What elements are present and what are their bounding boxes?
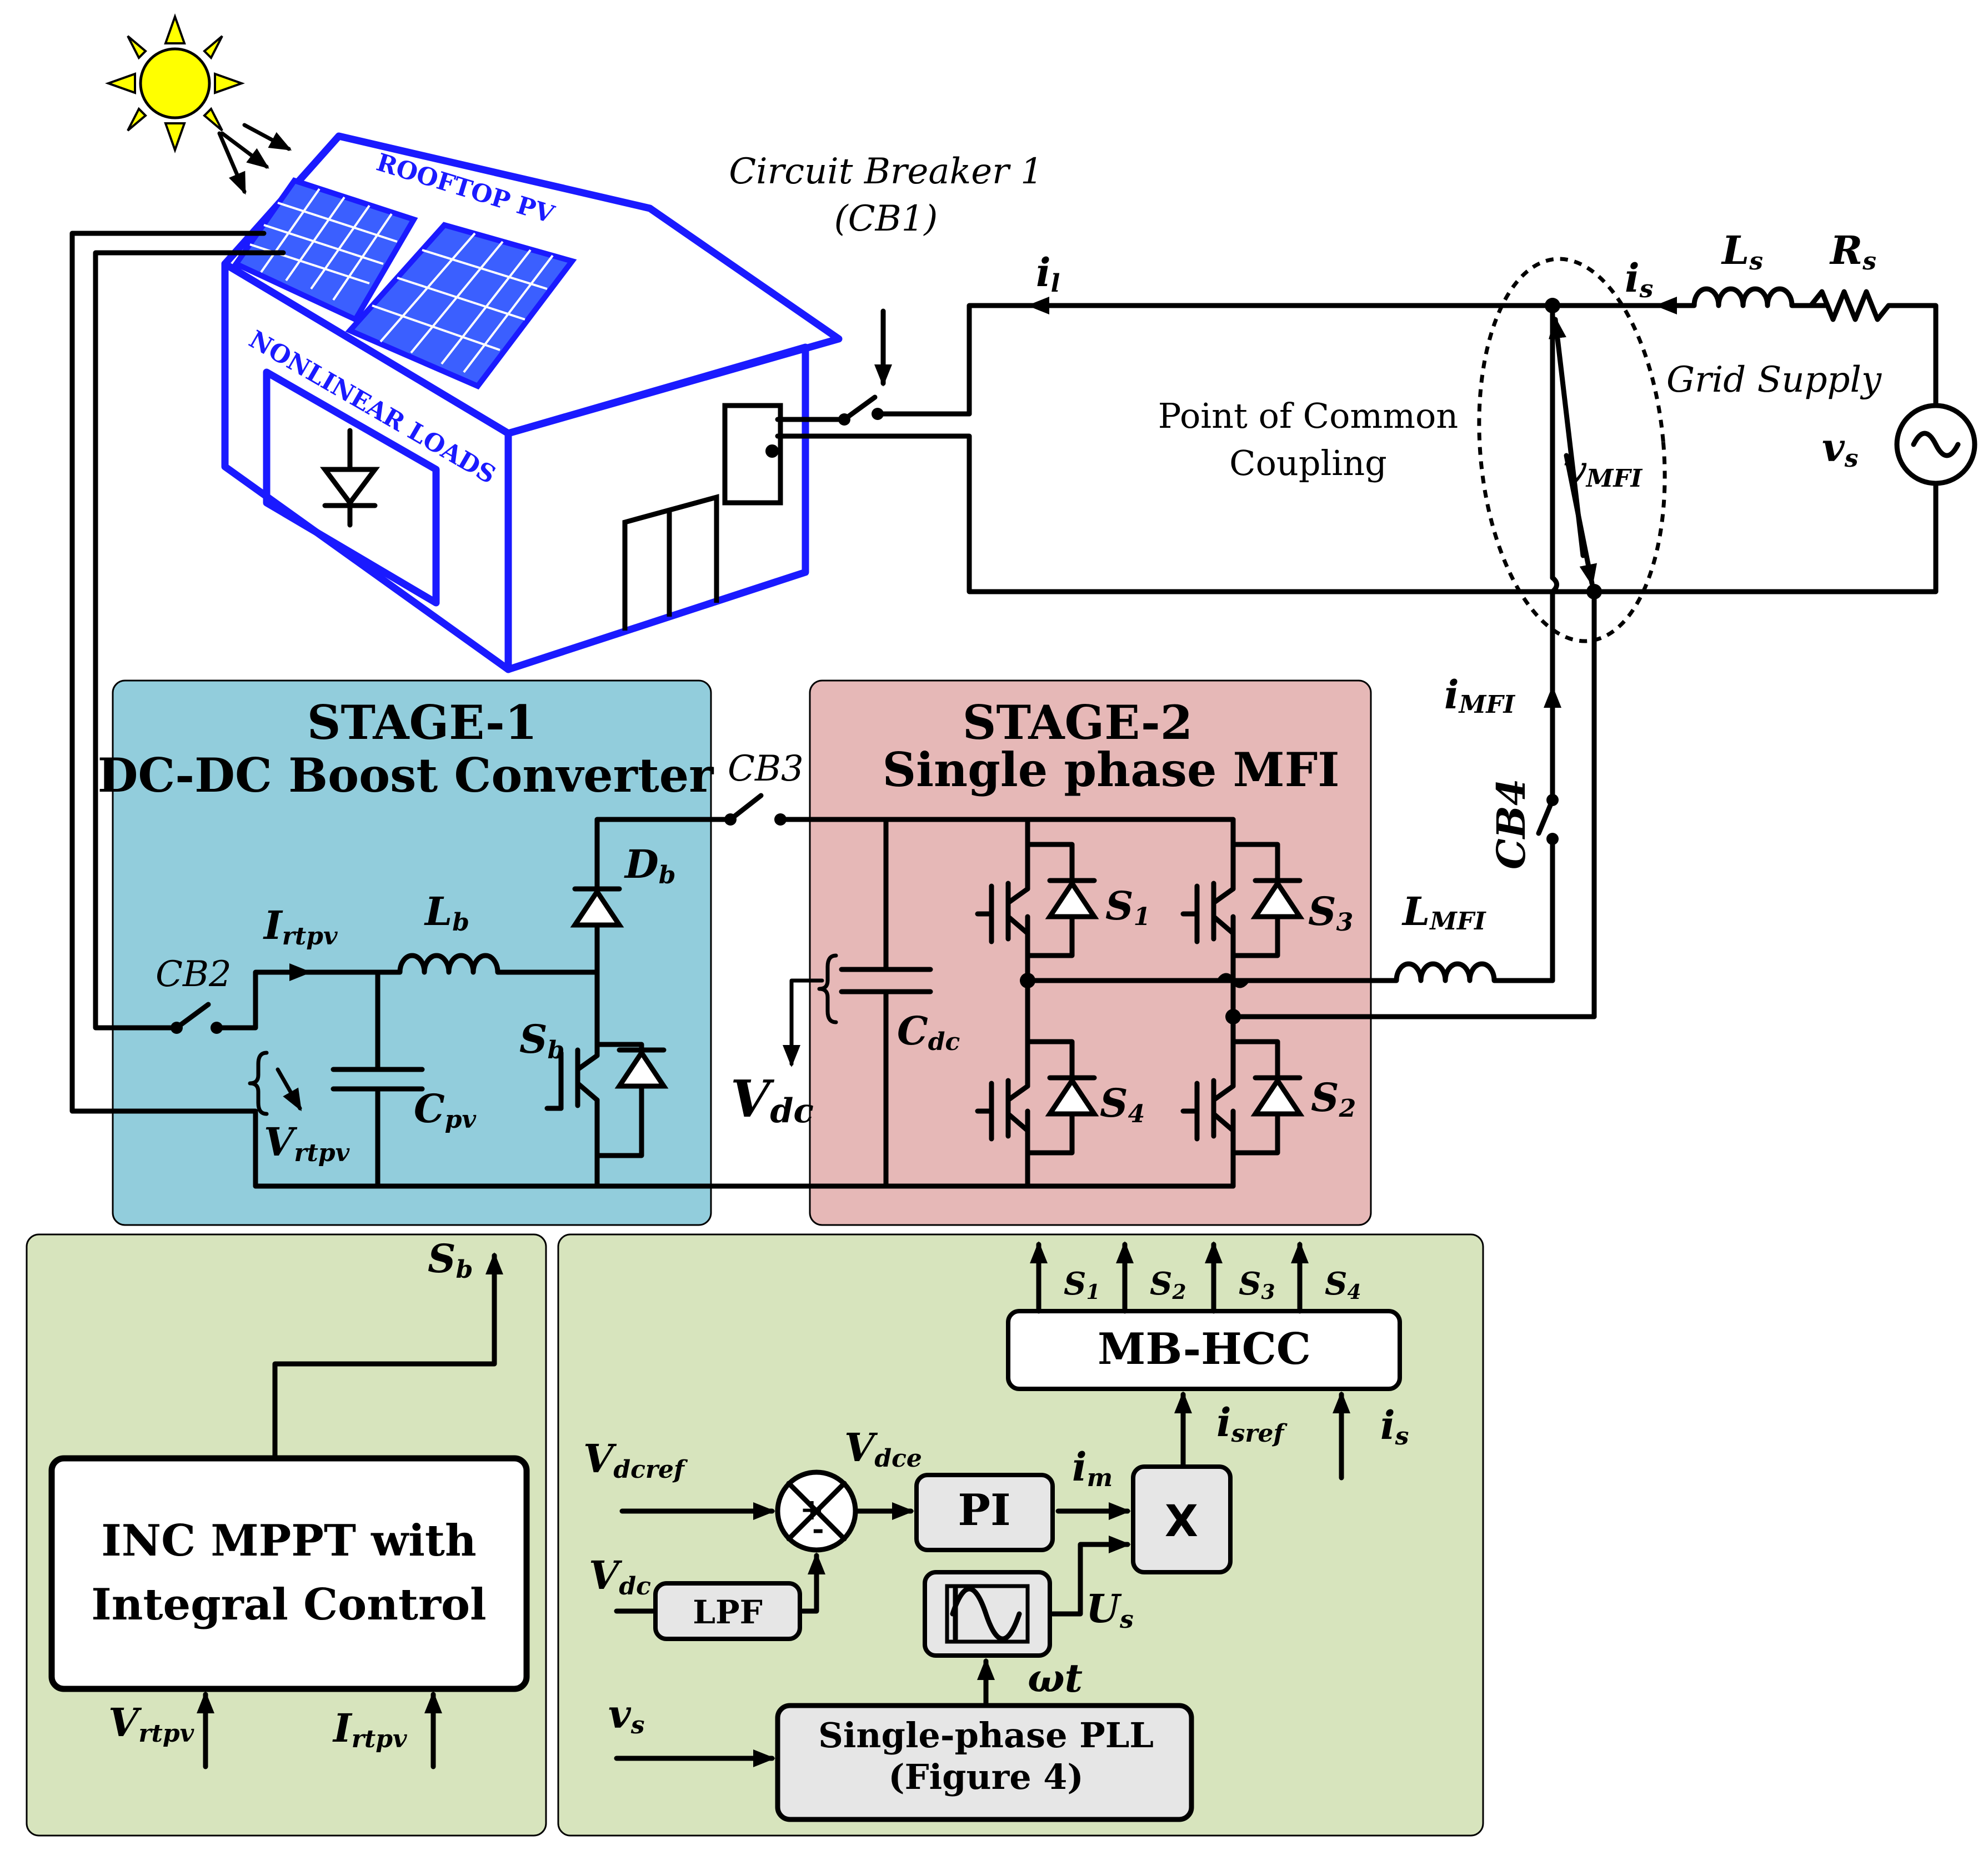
vs-label: vs	[1822, 424, 1858, 473]
vrtpv-input-label: Vrtpv	[108, 1699, 194, 1748]
cpv-label: Cpv	[414, 1086, 476, 1134]
vrtpv-label: Vrtpv	[264, 1119, 350, 1167]
s1-label: S1	[1105, 883, 1150, 931]
isref-label: isref	[1216, 1399, 1288, 1448]
s4-label: S4	[1100, 1080, 1145, 1128]
db-label: Db	[624, 841, 675, 889]
pi-block	[914, 1473, 1055, 1552]
lmfi-label: LMFI	[1401, 888, 1486, 936]
circuit-labels: il is Ls Rs vs vMFI iMFI CB4 LMFI CB3 CB…	[156, 227, 1876, 1167]
mbhcc-label: MB-HCC	[1098, 1324, 1311, 1374]
s4-out-label: S4	[1325, 1266, 1361, 1304]
sine-wave-icon	[945, 1584, 1030, 1644]
switch-s1	[975, 842, 1099, 958]
vdce-label: Vdce	[844, 1424, 922, 1473]
pv-panel-left	[232, 177, 418, 323]
mfi-output	[1171, 678, 1597, 1019]
circuit-breaker-1-label: Circuit Breaker 1	[729, 151, 1043, 192]
stage2-title: STAGE-2	[963, 695, 1193, 750]
svg-text:+: +	[800, 1493, 824, 1527]
mppt-block	[48, 1455, 530, 1692]
pcc-label-line1: Point of Common	[1158, 396, 1459, 436]
mppt-label-line2: Integral Control	[91, 1579, 486, 1630]
pll-block	[775, 1703, 1194, 1822]
ls-label: Ls	[1721, 227, 1763, 276]
cb3-breaker	[724, 793, 1236, 826]
vdc-label: Vdc	[730, 1069, 814, 1131]
pv-panel-right	[345, 222, 577, 390]
vs-input-label: vs	[608, 1691, 644, 1739]
pll-label-line1: Single-phase PLL	[818, 1715, 1154, 1756]
irtpv-label: Irtpv	[263, 902, 338, 951]
pcc-label-line2: Coupling	[1229, 443, 1387, 483]
door	[622, 494, 719, 631]
is-input-label: is	[1380, 1402, 1409, 1451]
summing-junction: + -	[775, 1469, 858, 1553]
lb-inductor	[375, 953, 598, 975]
s2-out-label: S2	[1150, 1266, 1186, 1304]
vdcref-label: Vdcref	[583, 1436, 688, 1484]
vmfi-label: vMFI	[1564, 447, 1643, 493]
s1-out-label: S1	[1064, 1266, 1100, 1304]
stage1-circuit	[171, 817, 1236, 1189]
mppt-control	[48, 1252, 530, 1769]
pv-wires	[69, 231, 286, 1189]
lpf-block	[653, 1581, 802, 1641]
sb-output-label: Sb	[428, 1236, 473, 1284]
stage1-subtitle: DC-DC Boost Converter	[98, 748, 715, 803]
irtpv-input-label: Irtpv	[332, 1705, 407, 1753]
lb-label: Lb	[424, 888, 469, 937]
cb1-breaker	[775, 308, 972, 426]
sb-label: Sb	[519, 1016, 564, 1064]
cdc-label: Cdc	[897, 1008, 960, 1056]
s2-label: S2	[1311, 1074, 1356, 1123]
il-label: il	[1036, 249, 1060, 298]
mbhcc-block	[1006, 1309, 1402, 1391]
ls-inductor	[1686, 286, 1828, 308]
rs-resistor	[1808, 289, 1897, 322]
us-label: Us	[1086, 1586, 1134, 1634]
switch-s3	[1180, 842, 1305, 958]
mppt-label-line1: INC MPPT with	[101, 1516, 476, 1566]
pll-label-line2: (Figure 4)	[888, 1757, 1084, 1797]
stage2-circuit	[783, 817, 1253, 1189]
cb2-label: CB2	[156, 954, 232, 995]
stage2-subtitle: Single phase MFI	[882, 742, 1339, 797]
pcc-node	[1477, 257, 1667, 1019]
im-label: im	[1072, 1444, 1113, 1492]
sun-icon	[105, 13, 292, 195]
pi-label: PI	[958, 1485, 1010, 1536]
cb1-label: (CB1)	[834, 198, 938, 239]
cb3-label: CB3	[728, 748, 804, 789]
rs-label: Rs	[1829, 227, 1876, 276]
stage1-title: STAGE-1	[307, 695, 537, 750]
multiplier-label: X	[1165, 1497, 1198, 1547]
gate-output-labels: S1 S2 S3 S4	[1064, 1266, 1361, 1304]
wt-label: ωt	[1028, 1655, 1083, 1701]
svg-text:-: -	[812, 1512, 824, 1546]
diode-icon	[320, 428, 380, 528]
imfi-label: iMFI	[1444, 672, 1516, 719]
s3-label: S3	[1308, 888, 1353, 937]
s3-out-label: S3	[1239, 1266, 1275, 1304]
grid-supply-label: Grid Supply	[1666, 359, 1882, 401]
socket	[722, 403, 783, 506]
cb4-label: CB4	[1488, 778, 1534, 869]
switch-s2	[1180, 1039, 1305, 1156]
vdc-input-label: Vdc	[589, 1552, 651, 1601]
switch-s4	[975, 1039, 1099, 1156]
lmfi-inductor	[1171, 961, 1503, 983]
lpf-label: LPF	[693, 1593, 763, 1631]
is-label: is	[1625, 255, 1653, 303]
multiplier-block	[1131, 1464, 1233, 1574]
grid-loop	[775, 286, 1977, 594]
house: ROOFTOP PV NONLINEAR LOADS	[221, 132, 843, 673]
mfi-control: + -	[614, 1241, 1402, 1822]
